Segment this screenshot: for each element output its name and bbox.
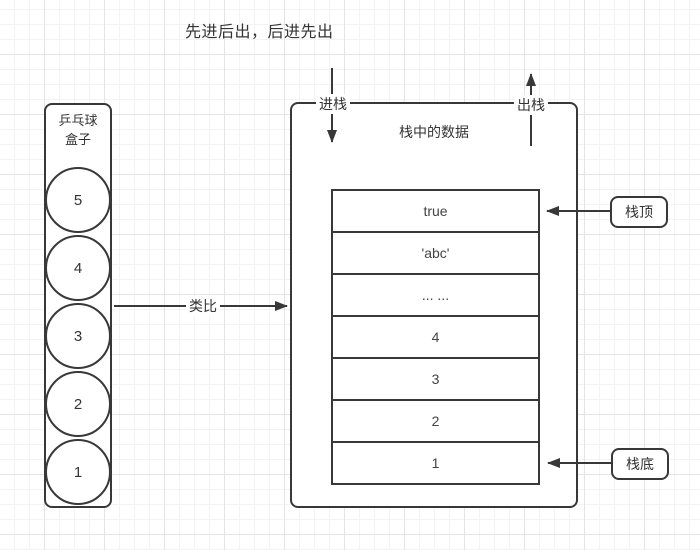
pingpong-ball: 5 [45,167,111,233]
push-label: 进栈 [316,94,350,114]
stack-cell: ... ... [333,275,538,317]
stack-box-title: 栈中的数据 [399,124,469,140]
stack-cell: 1 [431,455,440,471]
pingpong-ball: 1 [45,439,111,505]
pingpong-ball: 4 [45,235,111,301]
diagram-title: 先进后出，后进先出 [185,24,334,41]
stack-bottom-badge: 栈底 [611,448,669,480]
pingpong-ball: 3 [45,303,111,369]
stack-top-badge: 栈顶 [610,196,668,228]
pingpong-ball: 2 [45,371,111,437]
stack-cell: 4 [333,317,538,359]
stack-cell: 2 [333,401,538,443]
pingpong-box-label: 乒乓球 盒子 [58,113,98,147]
stack-cell: true [333,191,538,233]
analogy-label: 类比 [186,296,220,316]
stack-cells: true 'abc' ... ... 4 3 2 1 [331,189,540,485]
stack-cell: 'abc' [333,233,538,275]
stack-cell: 3 [333,359,538,401]
pop-label: 出栈 [514,95,548,115]
